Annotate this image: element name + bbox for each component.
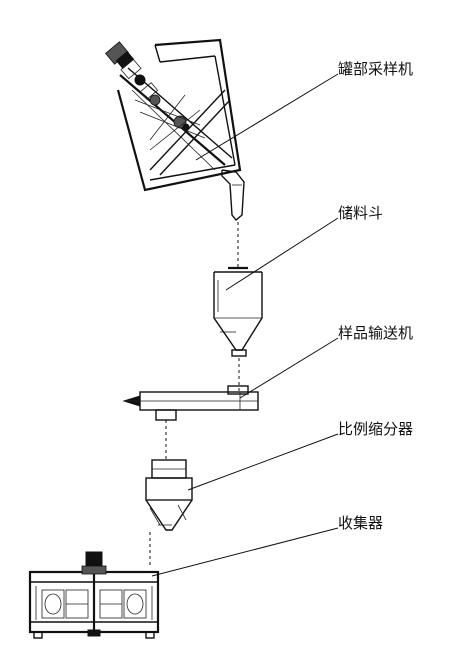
sample-conveyor	[122, 385, 259, 421]
ratio-divider	[145, 459, 193, 531]
collector	[28, 551, 160, 639]
truck-sampler	[105, 38, 245, 221]
label-sample-conveyor: 样品输送机	[338, 324, 413, 342]
storage-hopper	[213, 266, 263, 357]
leader-collector	[151, 527, 339, 577]
label-ratio-divider: 比例缩分器	[338, 420, 413, 438]
leader-storage-hopper	[225, 217, 339, 291]
label-truck-sampler: 罐部采样机	[338, 60, 413, 78]
leader-sample-conveyor	[239, 337, 339, 399]
label-storage-hopper: 储料斗	[338, 204, 383, 222]
leader-ratio-divider	[187, 433, 339, 491]
label-collector: 收集器	[338, 514, 383, 532]
leader-truck-sampler	[195, 73, 339, 161]
